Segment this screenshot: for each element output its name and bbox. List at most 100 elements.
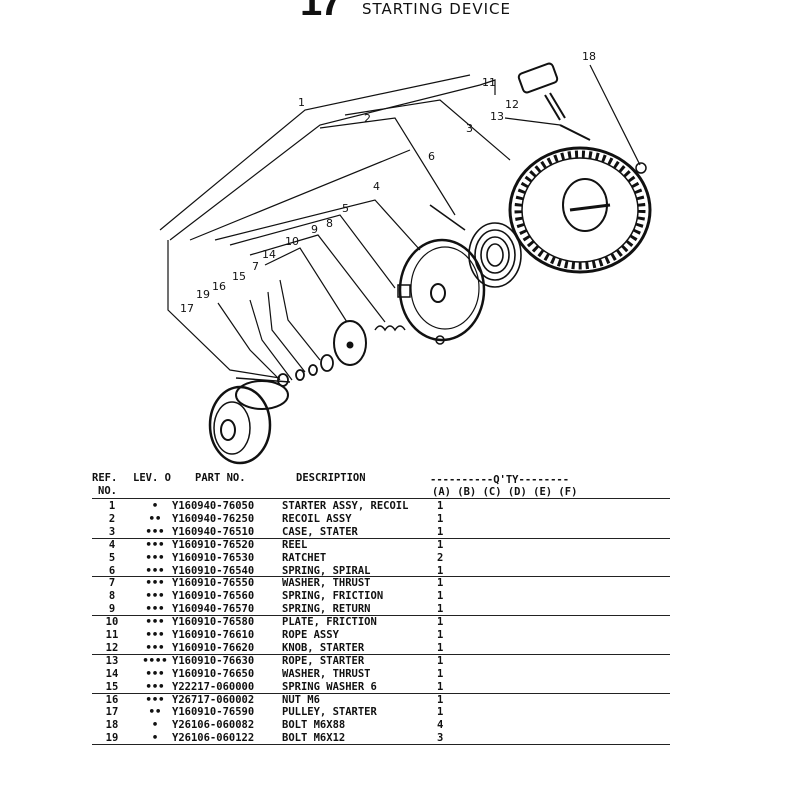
col-qty-subheader: (A) (B) (C) (D) (E) (F) [432, 486, 578, 498]
col-qty-header: ----------Q'TY-------- [430, 474, 570, 486]
level-cell: ••• [145, 564, 165, 577]
ref-cell: 8 [108, 590, 116, 603]
part-no-cell: Y160910-76610 [172, 629, 255, 641]
callout-9: 9 [311, 223, 318, 236]
description-cell: STARTER ASSY, RECOIL [282, 500, 409, 512]
qty-cell: 1 [437, 616, 444, 629]
ref-cell: 18 [105, 719, 119, 732]
description-cell: PULLEY, STARTER [282, 706, 377, 719]
part-no-cell: Y22217-060000 [172, 680, 255, 693]
callout-16: 16 [212, 280, 226, 293]
callout-5: 5 [342, 202, 349, 215]
callout-labels: 1 2 3 4 5 6 8 9 10 11 12 13 14 15 16 17 … [180, 50, 596, 315]
qty-cell: 1 [437, 590, 444, 603]
level-cell: ••• [145, 616, 165, 629]
callout-19: 19 [196, 288, 210, 301]
part-no-cell: Y160910-76650 [172, 667, 255, 680]
qty-cell: 1 [437, 667, 444, 680]
callout-17: 17 [180, 302, 194, 315]
level-cell: ••• [145, 577, 165, 590]
description-cell: REEL [282, 538, 308, 551]
description-cell: SPRING, FRICTION [282, 590, 384, 603]
ref-cell: 15 [105, 680, 119, 693]
qty-cell: 1 [437, 500, 444, 512]
part-no-cell: Y160910-76620 [172, 641, 255, 654]
friction-plate [333, 320, 367, 366]
part-no-cell: Y160910-76530 [172, 551, 255, 564]
qty-cell: 1 [437, 680, 444, 693]
qty-cell: 2 [437, 551, 444, 564]
col-lev-header: LEV. O [133, 472, 171, 484]
starter-pulley [208, 377, 291, 465]
description-cell: NUT M6 [282, 693, 320, 706]
callout-13: 13 [490, 110, 504, 123]
ref-cell: 6 [108, 564, 116, 577]
part-no-cell: Y160940-76510 [172, 525, 255, 538]
table-row: 5 ••• Y160910-76530 RATCHET 2 [92, 552, 670, 565]
description-cell: BOLT M6X88 [282, 719, 346, 732]
part-no-cell: Y26717-060002 [172, 693, 255, 706]
part-no-cell: Y26106-060122 [172, 732, 255, 745]
level-cell: ••• [145, 603, 165, 616]
level-cell: ••• [145, 525, 165, 538]
col-part-header: PART NO. [195, 472, 246, 484]
callout-6: 6 [428, 150, 435, 163]
callout-10: 10 [285, 235, 299, 248]
spiral-spring [429, 204, 522, 288]
qty-cell: 1 [437, 641, 444, 654]
part-no-cell: Y160940-76250 [172, 512, 255, 525]
qty-cell: 1 [437, 512, 444, 525]
level-cell: • [151, 500, 159, 512]
callout-4: 4 [373, 180, 380, 193]
description-cell: SPRING WASHER 6 [282, 680, 377, 693]
level-cell: ••• [145, 590, 165, 603]
description-cell: SPRING, RETURN [282, 603, 371, 616]
description-cell: WASHER, THRUST [282, 577, 371, 590]
ref-cell: 2 [108, 512, 116, 525]
description-cell: CASE, STATER [282, 525, 358, 538]
header-rule [92, 498, 670, 499]
ref-cell: 1 [108, 500, 116, 512]
group-rule [92, 576, 670, 578]
callout-18: 18 [582, 50, 596, 63]
ref-cell: 17 [105, 706, 119, 719]
ref-cell: 5 [108, 551, 116, 564]
qty-cell: 1 [437, 538, 444, 551]
group-rule [92, 615, 670, 617]
callout-14: 14 [262, 248, 276, 261]
level-cell: ••• [145, 680, 165, 693]
group-rule [92, 692, 670, 694]
part-no-cell: Y160910-76520 [172, 538, 255, 551]
part-no-cell: Y160910-76580 [172, 616, 255, 629]
callout-11: 11 [482, 76, 496, 89]
friction-spring [374, 325, 406, 332]
group-rule [92, 653, 670, 655]
ref-cell: 13 [105, 654, 119, 667]
callout-3: 3 [466, 122, 473, 135]
description-cell: RATCHET [282, 551, 327, 564]
callout-15: 15 [232, 270, 246, 283]
callout-2: 2 [364, 112, 371, 125]
ref-cell: 7 [108, 577, 116, 590]
description-cell: WASHER, THRUST [282, 667, 371, 680]
page-title: STARTING DEVICE [362, 0, 511, 18]
level-cell: • [151, 719, 159, 732]
level-cell: ••• [145, 551, 165, 564]
qty-cell: 1 [437, 564, 444, 577]
table-row: 15 ••• Y22217-060000 SPRING WASHER 6 1 [92, 681, 670, 694]
description-cell: BOLT M6X12 [282, 732, 346, 745]
level-cell: •• [148, 706, 162, 719]
description-cell: ROPE ASSY [282, 629, 339, 641]
ref-cell: 14 [105, 667, 119, 680]
